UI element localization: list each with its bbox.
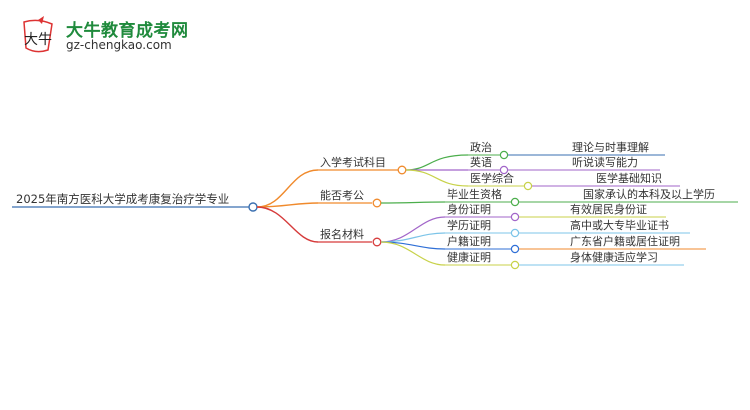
branch-civil-label: 能否考公 (320, 188, 364, 202)
leaf-id-dot (510, 212, 520, 222)
edge-civil-grad (380, 201, 446, 204)
leaf-id-label: 身份证明 (447, 202, 491, 216)
logo-title: 大牛教育成考网 (66, 21, 189, 41)
detail-politics-text: 理论与时事理解 (572, 140, 649, 154)
detail-edu-text: 高中或大专毕业证书 (570, 218, 669, 232)
branch-civil-dot (372, 198, 382, 208)
branch-exam-dot (397, 165, 407, 175)
logo-mark-text: 大牛 (24, 32, 52, 48)
leaf-hukou-label: 户籍证明 (447, 234, 491, 248)
leaf-politics-label: 政治 (470, 140, 492, 154)
edge-exam-medical (405, 169, 469, 187)
leaf-grad-dot (510, 197, 520, 207)
logo-url: gz-chengkao.com (66, 38, 172, 52)
edge-root-materials (256, 206, 319, 243)
edge-exam-politics (405, 154, 469, 171)
leaf-health-dot (510, 260, 520, 270)
branch-materials-label: 报名材料 (320, 227, 364, 241)
root-node-dot (248, 202, 258, 212)
branch-materials-dot (372, 237, 382, 247)
leaf-edu-label: 学历证明 (447, 218, 491, 232)
leaf-english-dot (499, 165, 509, 175)
branch-application-materials: 报名材料 身份证明 有效居民身份证 学历证明 高中或大专毕业证书 户籍证明 广东… (256, 202, 706, 270)
leaf-medical-dot (523, 181, 533, 191)
leaf-edu-dot (510, 228, 520, 238)
detail-hukou-text: 广东省户籍或居住证明 (570, 234, 680, 248)
leaf-english-label: 英语 (470, 155, 492, 169)
leaf-politics-dot (499, 150, 509, 160)
edge-root-exam (256, 169, 319, 208)
detail-medical-text: 医学基础知识 (596, 171, 662, 185)
root-node: 2025年南方医科大学成考康复治疗学专业 (12, 192, 258, 212)
detail-english-text: 听说读写能力 (572, 155, 638, 169)
root-label: 2025年南方医科大学成考康复治疗学专业 (16, 192, 229, 206)
leaf-medical-label: 医学综合 (470, 171, 514, 185)
leaf-health-label: 健康证明 (447, 250, 491, 264)
leaf-grad-label: 毕业生资格 (447, 187, 502, 201)
branch-civil-service: 能否考公 毕业生资格 国家承认的本科及以上学历 (256, 187, 738, 208)
detail-id-text: 有效居民身份证 (570, 202, 647, 216)
edge-materials-health (380, 241, 446, 266)
detail-health-text: 身体健康适应学习 (570, 250, 658, 264)
branch-exam-subjects: 入学考试科目 政治 理论与时事理解 英语 听说读写能力 医学综合 医学基础知识 (256, 140, 680, 208)
logo-mark-icon: 大牛 (23, 16, 53, 53)
leaf-hukou-dot (510, 244, 520, 254)
detail-grad-text: 国家承认的本科及以上学历 (583, 187, 715, 201)
branch-exam-label: 入学考试科目 (320, 155, 386, 169)
site-logo[interactable]: 大牛 大牛教育成考网 gz-chengkao.com (14, 14, 214, 58)
edge-root-civil (256, 202, 319, 208)
